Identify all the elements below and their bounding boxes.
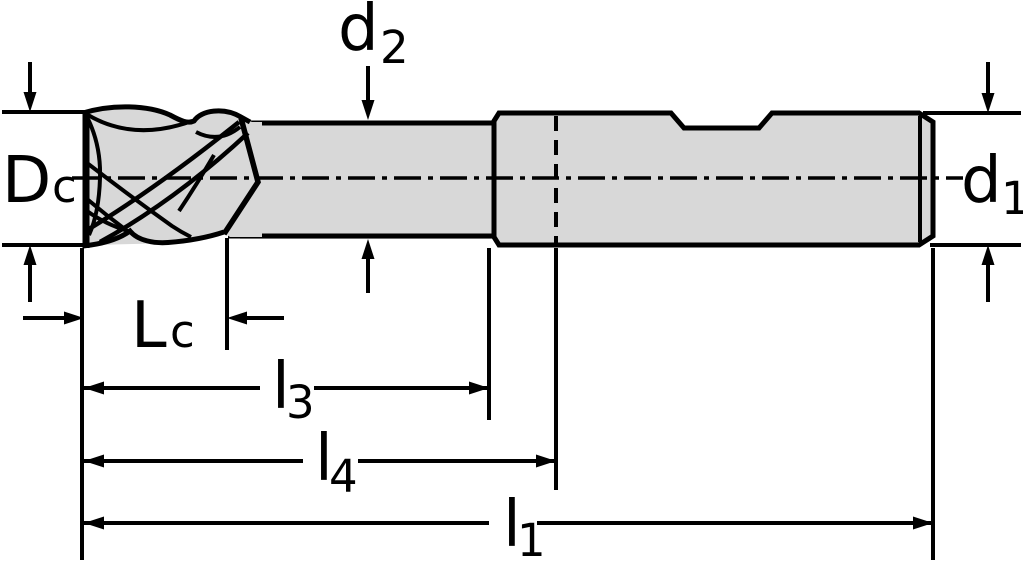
d2-arrow-up-icon	[361, 239, 375, 259]
dimension-d2: d 2	[338, 0, 409, 293]
label-l3: l	[272, 350, 290, 424]
Dc-arrow-up-icon	[23, 245, 37, 265]
tool-neck	[228, 120, 495, 239]
label-Dc-sub: c	[52, 160, 77, 213]
shank-body-with-notch	[491, 110, 936, 248]
helix-line-8	[177, 153, 216, 213]
dimension-Lc: L c	[23, 238, 284, 363]
Dc-arrow-down-icon	[23, 92, 37, 112]
label-Dc: D	[2, 144, 51, 218]
helix-line-1	[86, 113, 193, 133]
label-d1-sub: 1	[1001, 172, 1023, 225]
d2-arrow-down-icon	[361, 100, 375, 120]
helix-line-4	[98, 131, 250, 244]
label-d1: d	[961, 144, 1002, 218]
neck-body	[240, 121, 494, 239]
l1-arrow-right-icon	[913, 516, 933, 530]
l1-arrow-left-icon	[84, 516, 104, 530]
Lc-arrow-right-icon	[64, 311, 84, 325]
tool-shank	[491, 110, 936, 248]
label-l3-sub: 3	[286, 376, 315, 429]
label-l4: l	[315, 422, 333, 496]
l3-arrow-right-icon	[469, 381, 489, 395]
dimension-d1: d 1	[923, 62, 1023, 302]
l4-arrow-right-icon	[536, 454, 556, 468]
dimension-Dc: D c	[2, 62, 84, 302]
dimension-l4: l 4	[84, 248, 558, 503]
helix-line-7	[85, 209, 129, 233]
dimension-l1: l 1	[80, 248, 935, 567]
Lc-arrow-left-icon	[227, 311, 247, 325]
flute-top-outline	[82, 104, 252, 125]
helix-line-3	[87, 120, 241, 231]
label-l1-sub: 1	[517, 514, 546, 567]
label-d2-sub: 2	[380, 21, 409, 74]
helix-line-5	[85, 161, 192, 239]
dimension-l3: l 3	[84, 248, 491, 429]
label-Lc-sub: c	[170, 305, 195, 358]
label-l1: l	[503, 488, 521, 562]
d1-arrow-down-icon	[981, 93, 995, 113]
front-edge-arc	[86, 118, 103, 236]
l4-arrow-left-icon	[84, 454, 104, 468]
label-Lc: L	[131, 289, 167, 363]
flute-runout-edge	[221, 117, 261, 236]
label-d2: d	[338, 0, 379, 66]
flute-bottom-outline	[82, 227, 225, 249]
d1-arrow-up-icon	[981, 245, 995, 265]
l3-arrow-left-icon	[84, 381, 104, 395]
label-l4-sub: 4	[329, 450, 358, 503]
